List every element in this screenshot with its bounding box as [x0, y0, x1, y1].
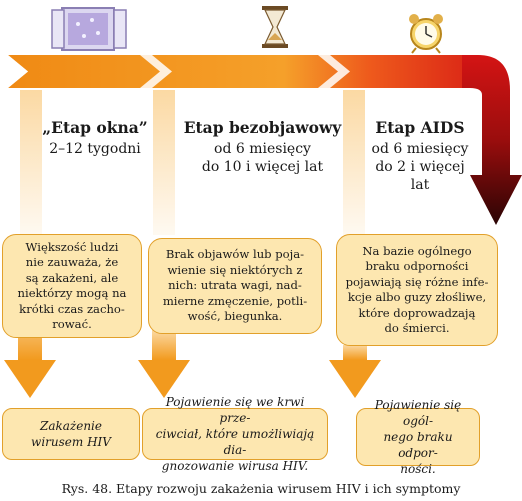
timeline-arrow	[8, 55, 510, 220]
stage-1-outcome: Zakażenie wirusem HIV	[2, 408, 140, 460]
alarm-clock-icon	[409, 14, 443, 54]
stage-2-down-arrow	[138, 330, 190, 398]
stage-3-title: Etap AIDS	[375, 118, 465, 137]
stage-1-guide	[20, 90, 42, 235]
hourglass-icon	[262, 6, 288, 48]
stage-2-description: Brak objawów lub poja- wienie się niektó…	[148, 238, 322, 334]
window-icon	[51, 7, 127, 51]
stage-2-duration: od 6 miesięcy do 10 i więcej lat	[201, 141, 324, 175]
stage-3-guide	[343, 90, 365, 235]
stage-3-outcome: Pojawienie się ogól- nego braku odpor- n…	[356, 398, 480, 476]
stage-1-duration: 2–12 tygodni	[49, 141, 141, 157]
stage-3-description: Na bazie ogólnego braku odporności pojaw…	[336, 234, 498, 346]
stage-3-down-arrow	[329, 345, 381, 398]
stage-1-description: Większość ludzi nie zauważa, że są zakaż…	[2, 234, 142, 338]
stage-2-title: Etap bezobjawowy	[183, 118, 342, 137]
stage-2-guide	[153, 90, 175, 235]
figure-caption: Rys. 48. Etapy rozwoju zakażenia wirusem…	[61, 481, 461, 496]
stage-1-title: „Etap okna”	[42, 118, 148, 137]
stage-3-duration: od 6 miesięcy do 2 i więcej lat	[371, 141, 469, 193]
stage-2-outcome: Pojawienie się we krwi prze- ciwciał, kt…	[142, 395, 328, 473]
aids-down-arrow	[462, 55, 522, 225]
